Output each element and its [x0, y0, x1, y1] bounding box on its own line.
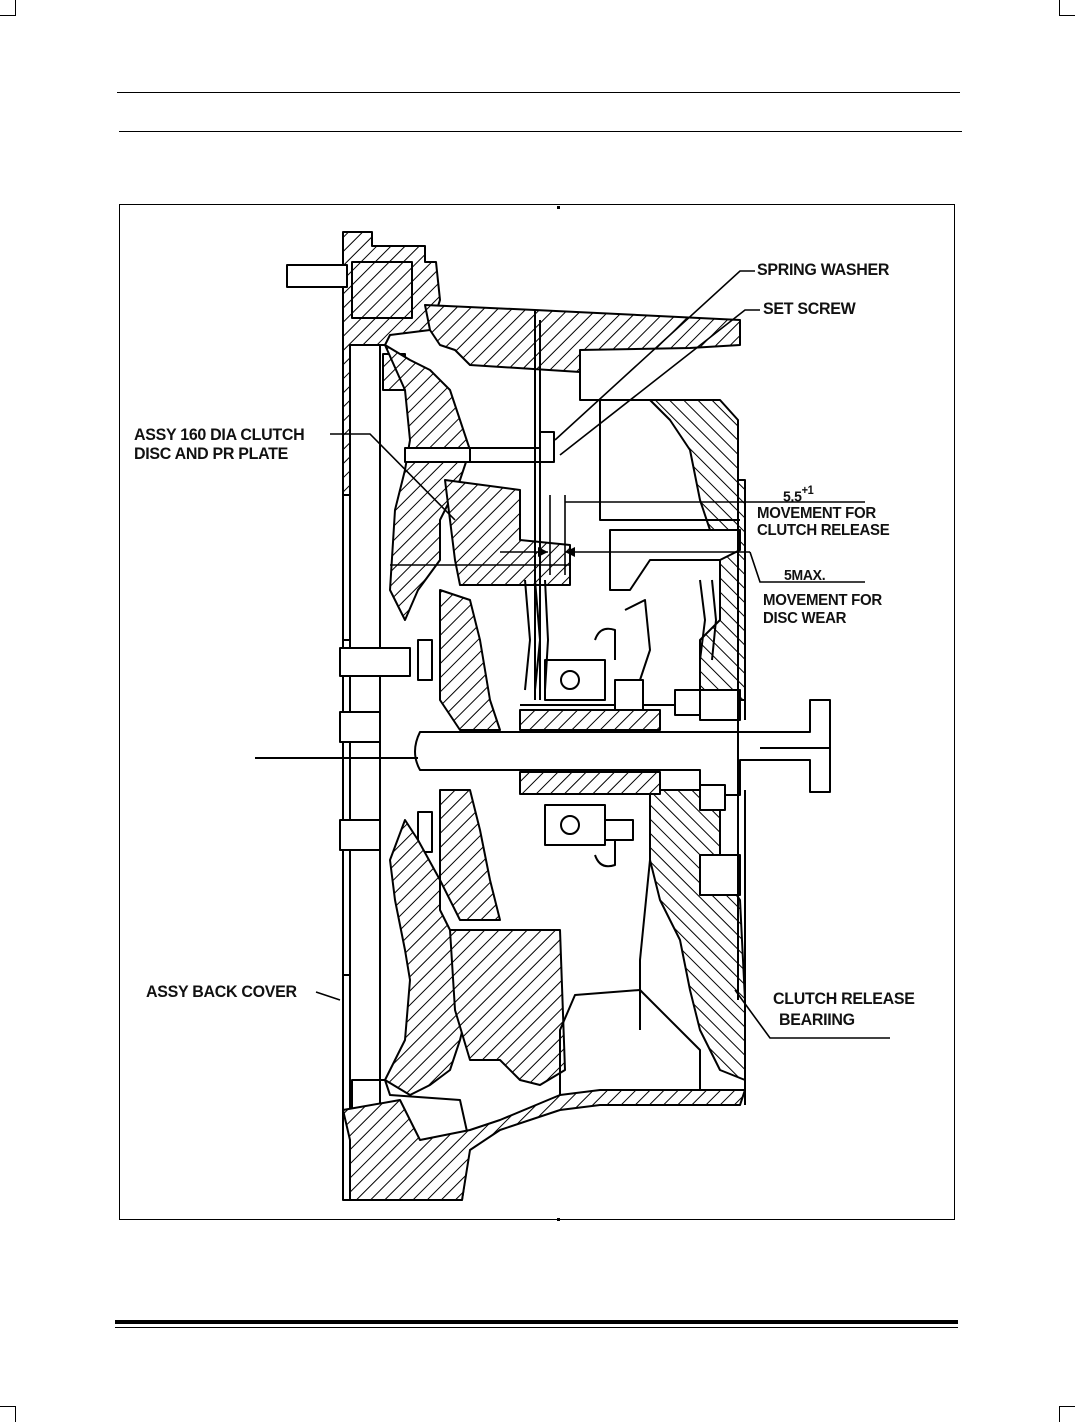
label-release-line2: CLUTCH RELEASE — [757, 521, 890, 540]
label-back-cover: ASSY BACK COVER — [146, 983, 297, 1002]
frame-mark-top — [557, 206, 560, 209]
release-value: 5.5 — [783, 487, 802, 505]
clutch-disc-lower — [449, 929, 566, 1086]
crop-mark-top-left — [0, 0, 16, 16]
main-shaft — [414, 699, 831, 796]
footer-rule-thick — [115, 1320, 958, 1324]
release-tolerance: +1 — [801, 484, 814, 498]
leader-bearing — [734, 989, 890, 1039]
bolt-left-2 — [339, 711, 381, 743]
clutch-disc-upper — [444, 479, 571, 586]
label-wear-line2: DISC WEAR — [763, 609, 847, 628]
crop-mark-bottom-right — [1059, 1406, 1075, 1422]
crop-mark-top-right — [1059, 0, 1075, 16]
label-bearing-line1: CLUTCH RELEASE — [773, 990, 915, 1009]
bottom-housing — [342, 1089, 746, 1201]
footer-rule-thin — [115, 1327, 958, 1328]
leader-set-screw — [559, 309, 760, 456]
label-clutch-disc-line2: DISC AND PR PLATE — [134, 445, 289, 464]
bolt-left-1 — [339, 647, 411, 677]
header-rule-top — [117, 92, 960, 93]
leader-clutch-disc — [330, 433, 456, 521]
label-release-line1: MOVEMENT FOR — [757, 504, 876, 523]
label-set-screw: SET SCREW — [763, 300, 856, 319]
label-spring-washer: SPRING WASHER — [757, 261, 890, 280]
label-wear-value: 5MAX. — [784, 566, 826, 584]
top-flange — [424, 304, 741, 373]
header-rule-bottom — [119, 131, 962, 132]
leader-back-cover — [315, 991, 341, 1001]
label-release-dimension: 5.5+1 — [783, 481, 814, 505]
frame-mark-bottom — [557, 1218, 560, 1221]
leader-spring-washer — [554, 270, 755, 441]
housing-stud — [286, 264, 348, 288]
bolt-left-3 — [339, 819, 381, 851]
label-bearing-line2: BEARIING — [779, 1011, 855, 1030]
label-wear-line1: MOVEMENT FOR — [763, 591, 882, 610]
label-clutch-disc-line1: ASSY 160 DIA CLUTCH — [134, 426, 305, 445]
right-housing-lower — [649, 789, 746, 1081]
figure-frame — [119, 204, 955, 1220]
set-screw — [539, 431, 555, 463]
crop-mark-bottom-left — [0, 1406, 16, 1422]
